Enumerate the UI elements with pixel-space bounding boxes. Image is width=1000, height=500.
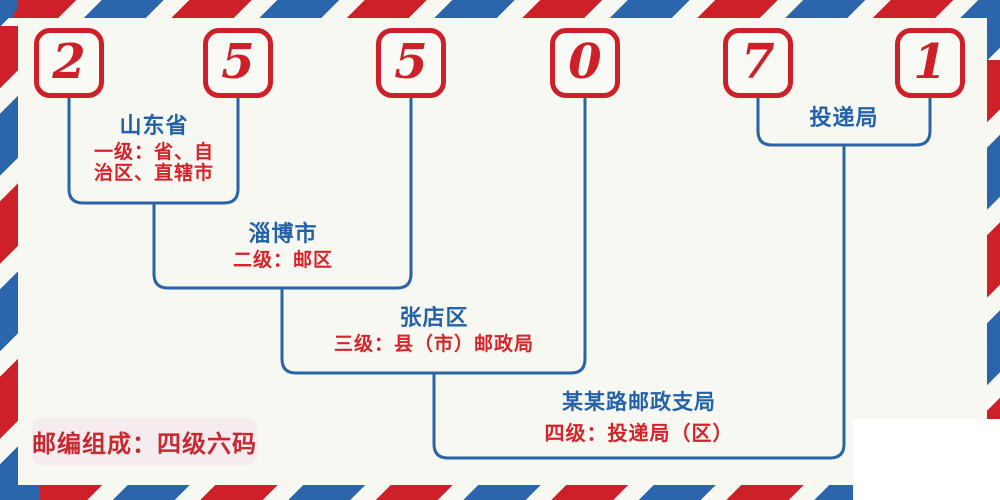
digit-box-5: 7 (723, 28, 793, 98)
airmail-border-bottom (0, 485, 1000, 500)
bracket-level4 (432, 145, 846, 460)
digit-1: 2 (52, 34, 86, 90)
airmail-border-right (987, 0, 1000, 500)
delivery-name: 投递局 (809, 105, 879, 130)
level1-label-group: 山东省 一级：省、自 治区、直辖市 (64, 112, 244, 184)
level2-desc: 二级：邮区 (232, 250, 333, 271)
digit-box-4: 0 (550, 28, 620, 98)
level2-label-group: 淄博市 二级：邮区 (154, 220, 412, 271)
delivery-label-group: 投递局 (758, 104, 930, 132)
digit-box-1: 2 (34, 28, 104, 98)
digit-box-6: 1 (895, 28, 965, 98)
level4-label-group: 某某路邮政支局 四级：投递局（区） (434, 388, 844, 445)
level4-desc: 四级：投递局（区） (544, 423, 734, 445)
level1-desc-line1: 一级：省、自 (93, 142, 214, 163)
level4-name: 某某路邮政支局 (562, 390, 716, 414)
digit-3: 5 (394, 34, 428, 90)
airmail-border-left (0, 0, 18, 500)
level3-name: 张店区 (399, 305, 469, 330)
digit-box-3: 5 (376, 28, 446, 98)
badge-text: 邮编组成：四级六码 (32, 432, 257, 458)
bracket-delivery (756, 98, 932, 147)
digit-4: 0 (568, 34, 602, 90)
level3-desc: 三级：县（市）邮政局 (333, 334, 534, 355)
level1-name: 山东省 (119, 113, 189, 138)
digit-6: 1 (913, 34, 947, 90)
digit-2: 5 (221, 34, 255, 90)
digit-box-2: 5 (203, 28, 273, 98)
level1-desc-line2: 治区、直辖市 (93, 163, 214, 184)
level3-label-group: 张店区 三级：县（市）邮政局 (283, 304, 585, 355)
level2-name: 淄博市 (248, 221, 318, 246)
airmail-border-top (0, 0, 1000, 18)
postal-code-composition-badge: 邮编组成：四级六码 (32, 418, 257, 465)
digit-5: 7 (741, 34, 775, 90)
white-corner-patch (853, 419, 1000, 500)
